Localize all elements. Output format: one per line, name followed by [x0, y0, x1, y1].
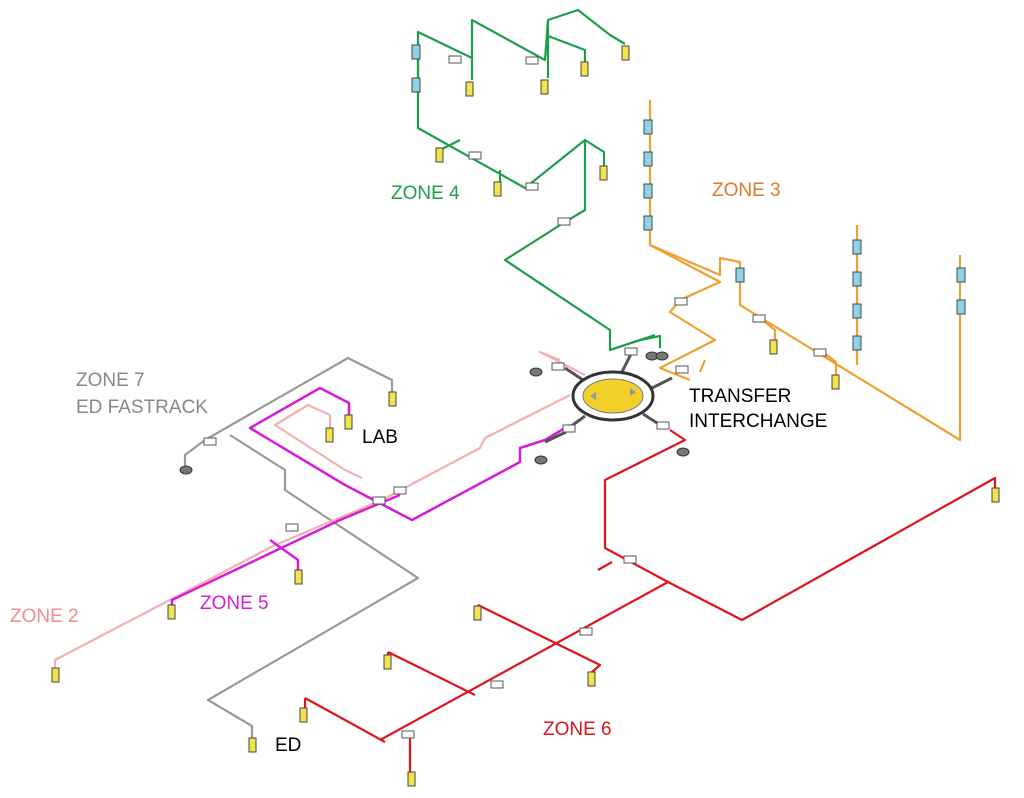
zone7-label: ZONE 7: [76, 370, 145, 391]
zone5-label: ZONE 5: [200, 593, 269, 614]
zone3-label: ZONE 3: [712, 180, 781, 201]
station-terminals-blue: [411, 44, 966, 351]
zone4-label: ZONE 4: [391, 183, 460, 204]
interchange-label: INTERCHANGE: [689, 411, 828, 432]
zone5-lines: [170, 386, 571, 612]
lab-label: LAB: [362, 427, 398, 448]
zone6-label: ZONE 6: [543, 719, 612, 740]
diverters: [203, 55, 827, 739]
zone7-lines: [183, 356, 420, 740]
ed-label: ED: [275, 735, 302, 756]
zone6-lines: [303, 429, 997, 775]
zone7-sublabel: ED FASTRACK: [76, 397, 208, 418]
zone2-label: ZONE 2: [10, 606, 79, 627]
transfer-label: TRANSFER: [689, 386, 792, 407]
blowers: [179, 351, 690, 475]
zone4-lines: [416, 8, 662, 352]
station-terminals: [51, 45, 1000, 787]
transfer-interchange-hub: [571, 370, 655, 422]
